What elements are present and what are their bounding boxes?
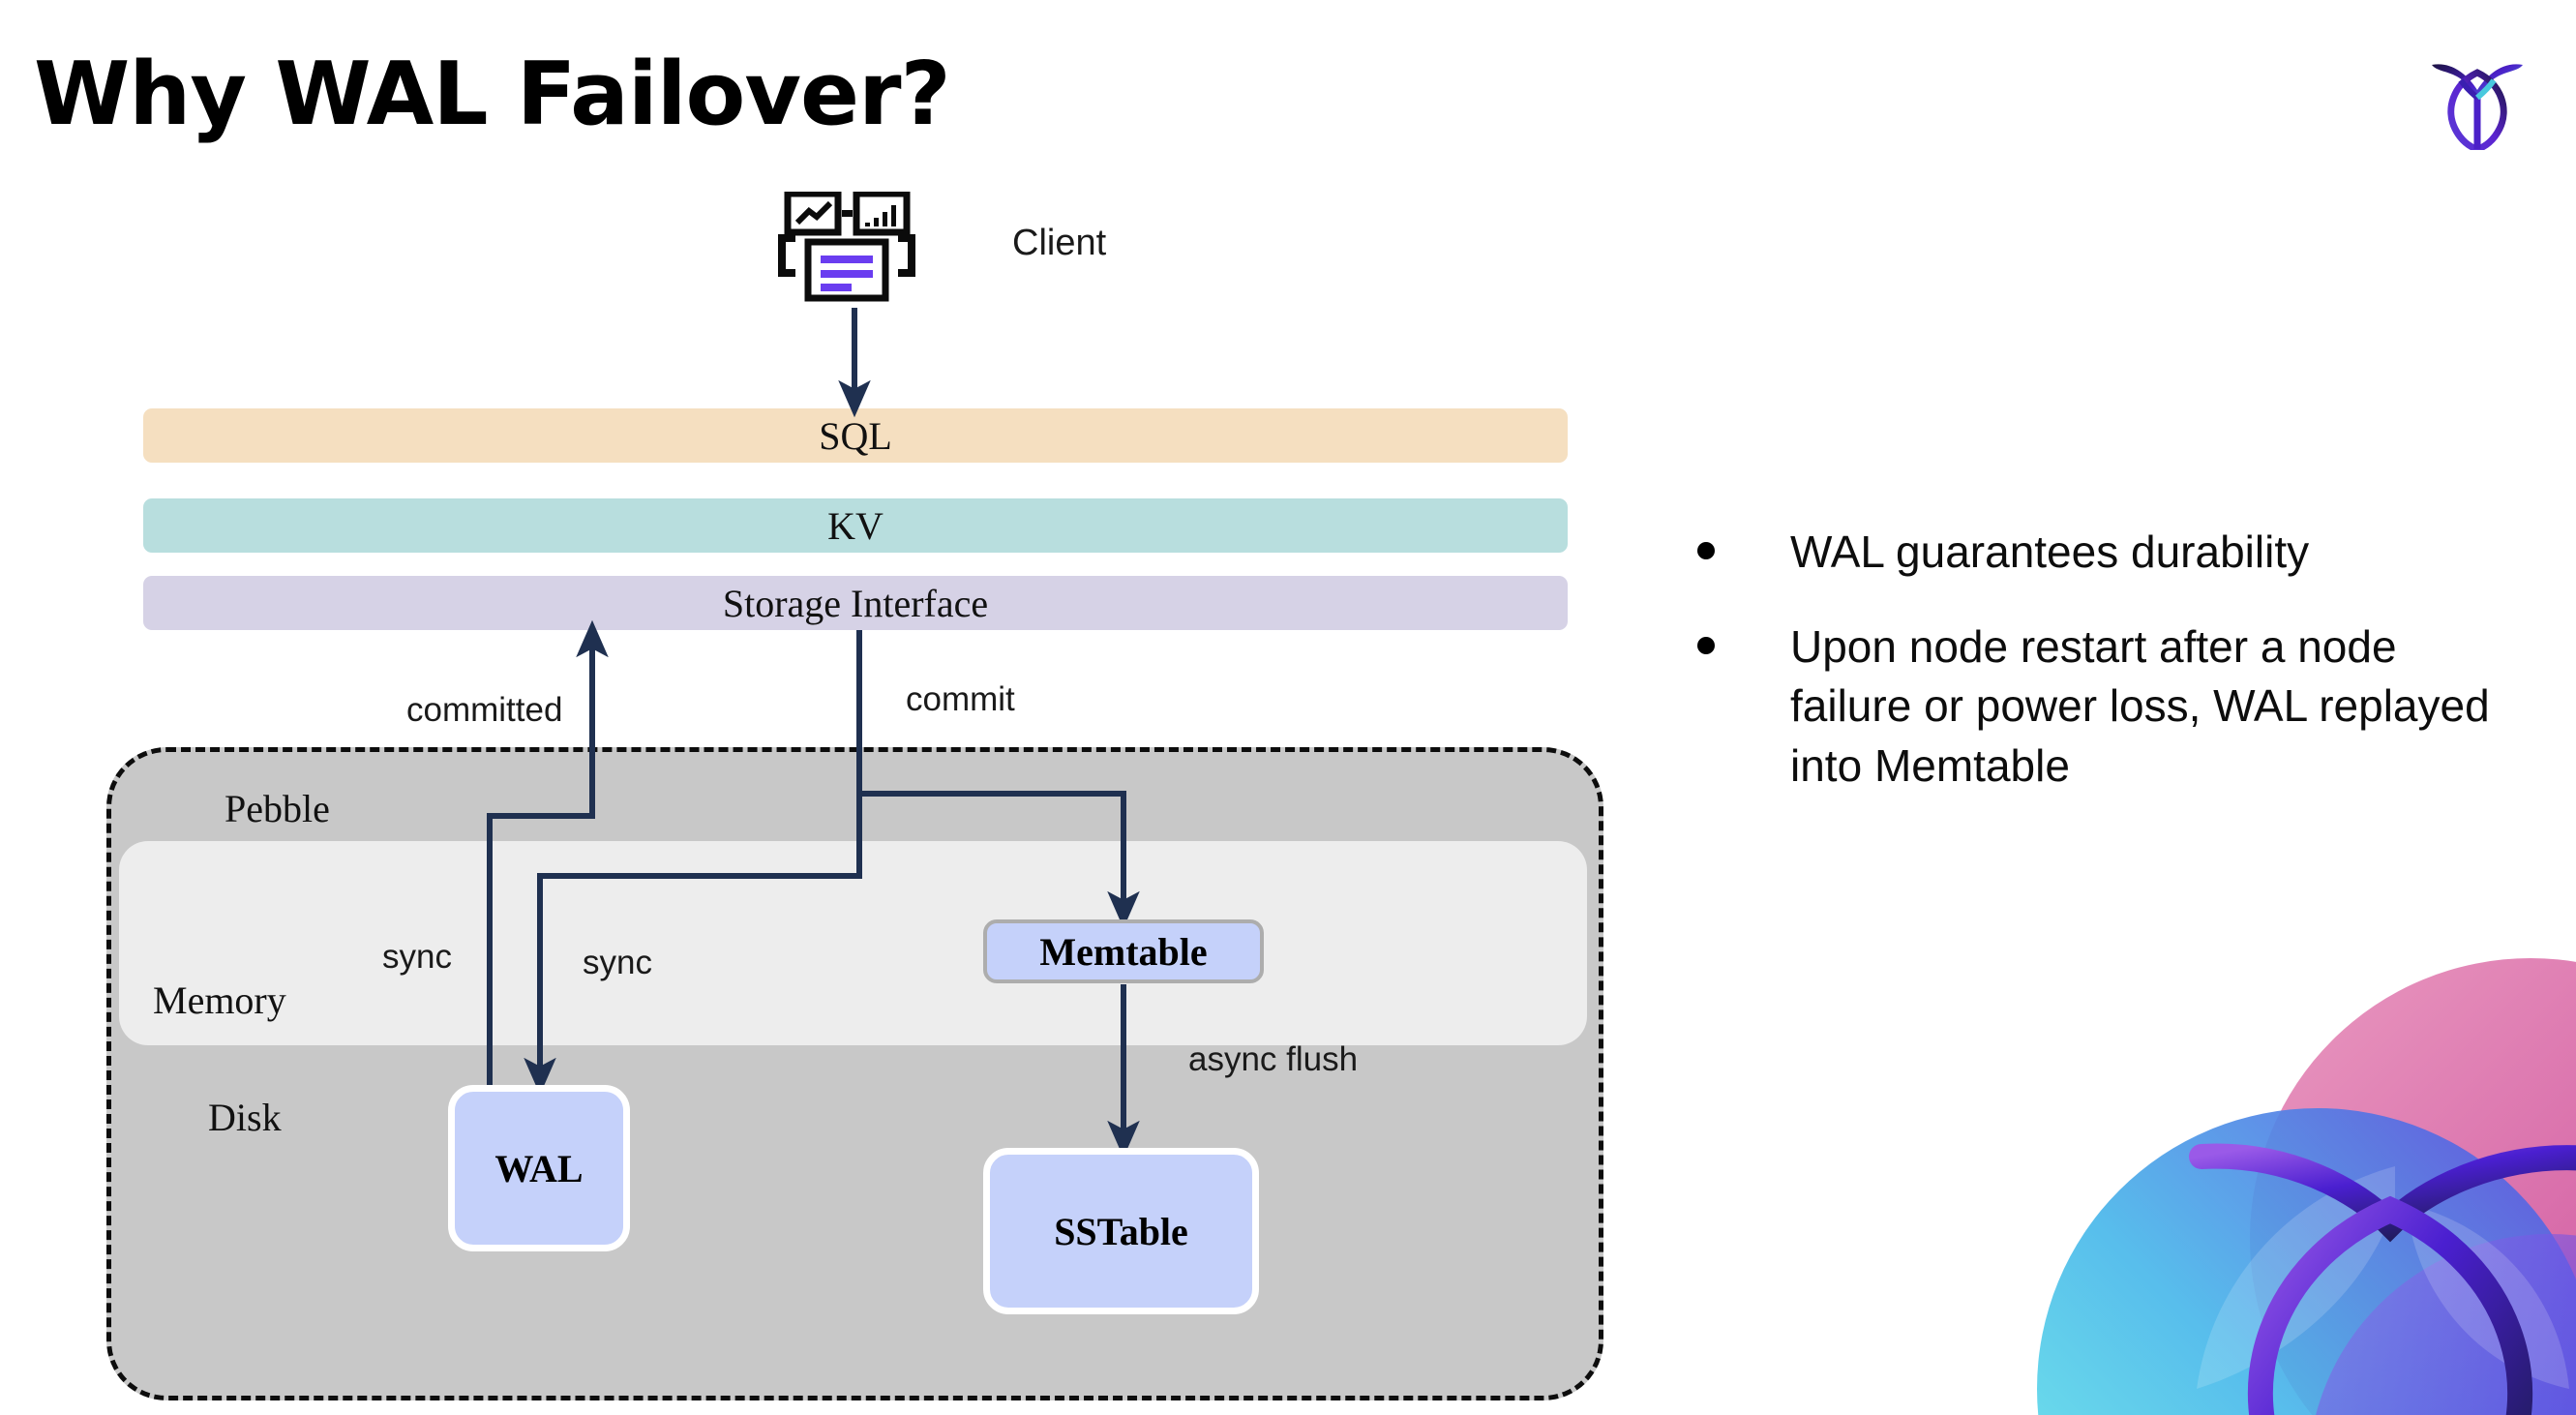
bullet-text: WAL guarantees durability	[1790, 527, 2310, 577]
pebble-label: Pebble	[225, 787, 330, 830]
bullet-text: Upon node restart after a node failure o…	[1790, 620, 2490, 791]
cockroachdb-gradient-motif	[2037, 958, 2576, 1415]
node-sstable: SSTable	[983, 1148, 1259, 1314]
list-item: Upon node restart after a node failure o…	[1697, 617, 2520, 797]
memory-band	[119, 841, 1587, 1045]
layer-label-storage: Storage Interface	[722, 581, 989, 625]
edge-label-commit: commit	[906, 680, 1015, 718]
client-label: Client	[1012, 223, 1107, 263]
disk-label: Disk	[208, 1096, 282, 1139]
edge-label-async-flush: async flush	[1188, 1040, 1359, 1078]
layer-bar-kv: KV	[143, 498, 1568, 553]
layer-bar-storage: Storage Interface	[143, 576, 1568, 630]
node-memtable: Memtable	[983, 919, 1264, 983]
layer-bar-sql: SQL	[143, 408, 1568, 463]
bullet-dot-icon	[1697, 542, 1715, 559]
node-sstable-label: SSTable	[1054, 1209, 1188, 1253]
edge-label-sync-b: sync	[583, 944, 652, 981]
bullet-dot-icon	[1697, 636, 1715, 654]
list-item: WAL guarantees durability	[1697, 523, 2520, 583]
node-wal: WAL	[448, 1085, 630, 1251]
page-title: Why WAL Failover?	[34, 44, 951, 145]
node-wal-label: WAL	[494, 1146, 584, 1190]
layer-label-sql: SQL	[819, 413, 892, 458]
edge-label-sync-a: sync	[382, 938, 452, 976]
memory-label: Memory	[153, 978, 286, 1022]
client-workstation-icon	[774, 190, 929, 308]
layer-label-kv: KV	[827, 503, 884, 548]
edge-label-committed: committed	[406, 691, 563, 729]
bullet-list: WAL guarantees durability Upon node rest…	[1697, 523, 2520, 831]
node-memtable-label: Memtable	[1039, 929, 1208, 974]
cockroachdb-logo-icon	[2424, 34, 2531, 153]
